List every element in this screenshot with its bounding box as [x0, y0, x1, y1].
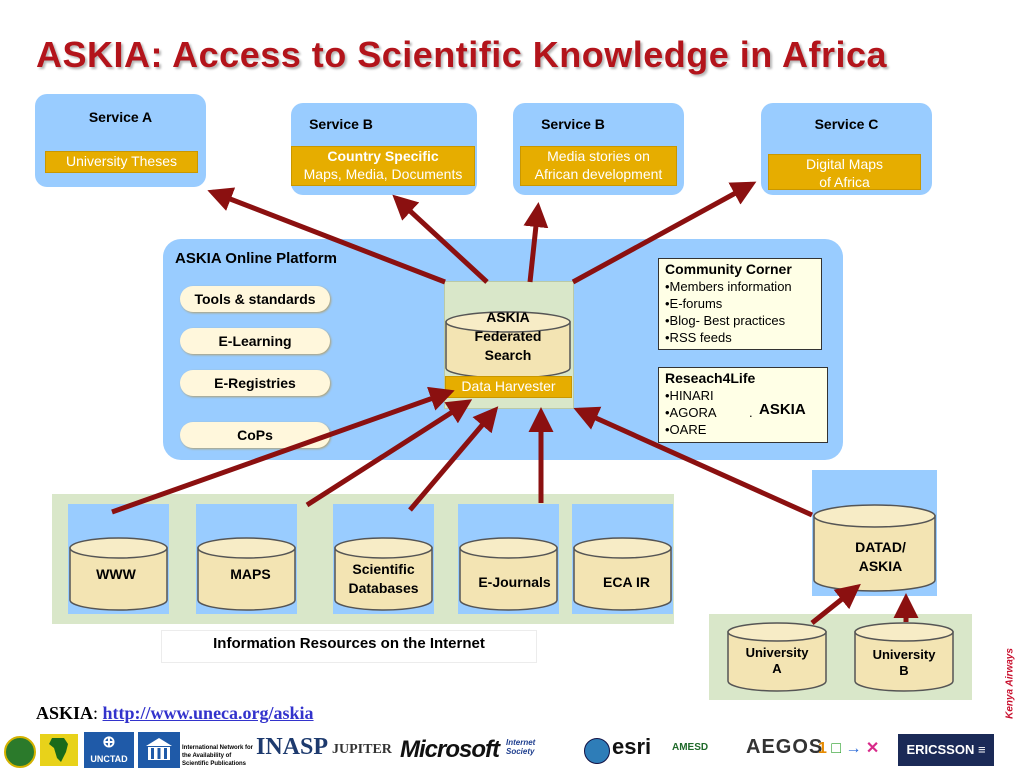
eca-ir-label: ECA IR [603, 574, 650, 590]
olpc-icons: 1 □ → ✕ [818, 740, 880, 757]
agora-askia: ASKIA [759, 401, 806, 418]
datad-line1: DATAD/ [855, 539, 906, 555]
datad-line2: ASKIA [858, 558, 903, 574]
community-corner-item: •Blog- Best practices [665, 313, 786, 328]
e-learning-pill: E-Learning [180, 328, 330, 354]
ejournals-label: E-Journals [478, 574, 551, 590]
datad-cylinder [813, 504, 936, 592]
esri-logo: esri [612, 734, 652, 759]
university-a-line2: A [772, 661, 782, 676]
au-emblem-icon [4, 736, 36, 768]
service-a-label: Service A [88, 109, 153, 125]
service-b1-label: Service B [309, 116, 373, 132]
logo-strip: ⊕ UNCTAD International Network for the A… [0, 730, 1024, 768]
research4life-item: •HINARI [665, 388, 714, 403]
university-a-line1: University [745, 645, 809, 660]
www-label: WWW [96, 566, 136, 582]
e-registries-pill: E-Registries [180, 370, 330, 396]
scientific-db-label: Scientific Databases [333, 560, 434, 598]
askia-link[interactable]: http://www.uneca.org/askia [102, 703, 314, 723]
federated-search-line1: ASKIA [486, 309, 530, 325]
platform-label: ASKIA Online Platform [175, 250, 337, 267]
service-c-label: Service C [814, 116, 879, 132]
resources-caption: Information Resources on the Internet [161, 630, 537, 663]
service-b2-panel: Service B Media stories on African devel… [513, 103, 684, 195]
ericsson-logo: ERICSSON ≡ [898, 734, 994, 766]
research4life-box: Reseach4Life •HINARI •AGORA . ASKIA •OAR… [658, 367, 828, 443]
scientific-db-cylinder [334, 537, 433, 611]
unctad-text: UNCTAD [90, 754, 128, 764]
ejournals-cylinder [459, 537, 558, 611]
community-corner-heading: Community Corner [665, 261, 792, 277]
service-a-box: University Theses [45, 151, 198, 173]
service-c-panel: Service C Digital Maps of Africa [761, 103, 932, 195]
amesd-logo: AMESD [672, 742, 709, 753]
footer-askia-label: ASKIA [36, 703, 94, 723]
service-b1-panel: Service B Country Specific Maps, Media, … [291, 103, 477, 195]
community-corner-item: •RSS feeds [665, 330, 732, 345]
inasp-network-text: International Network for the Availabili… [182, 745, 254, 766]
service-b1-box-line1: Country Specific [327, 148, 439, 164]
community-corner-item: •E-forums [665, 296, 723, 311]
federated-search-label: ASKIA Federated Search [444, 308, 572, 365]
research4life-item: •OARE [665, 422, 707, 437]
research4life-item: •AGORA [665, 405, 717, 420]
research4life-agora-row: •AGORA . ASKIA [665, 401, 821, 421]
research4life-heading: Reseach4Life [665, 370, 756, 386]
community-corner-item: •Members information [665, 279, 792, 294]
university-b-line1: University [872, 647, 936, 662]
scientific-db-line2: Databases [348, 580, 419, 596]
service-b1-box: Country Specific Maps, Media, Documents [291, 146, 475, 186]
eca-ir-cylinder [573, 537, 672, 611]
service-b2-label: Service B [541, 116, 605, 132]
maps-label: MAPS [230, 566, 271, 582]
scientific-db-line1: Scientific [352, 561, 415, 577]
africa-map-icon [40, 734, 78, 766]
kenya-airways-text: Kenya Airways [1004, 648, 1016, 719]
university-b-label: University B [853, 647, 955, 679]
kenya-airways-logo: Kenya Airways [998, 640, 1022, 732]
community-corner-box: Community Corner •Members information •E… [658, 258, 822, 350]
inasp-logo: INASP [256, 734, 329, 760]
service-b2-box-line1: Media stories on [547, 148, 650, 164]
microsoft-logo: Microsoft [400, 736, 500, 763]
globe-icon [584, 738, 610, 764]
agora-dot: . [749, 405, 753, 420]
page-title: ASKIA: Access to Scientific Knowledge in… [36, 34, 888, 75]
footer-askia-row: ASKIA: http://www.uneca.org/askia [36, 703, 314, 724]
aegos-logo: AEGOS [746, 736, 824, 758]
data-harvester-box: Data Harvester [445, 376, 572, 398]
jupiter-logo: JUPITER [332, 742, 392, 757]
unesco-logo-icon [138, 732, 180, 768]
federated-search-cylinder [445, 311, 571, 379]
federated-search-line3: Search [484, 347, 532, 363]
cops-pill: CoPs [180, 422, 330, 448]
service-a-panel: Service A University Theses [35, 94, 206, 187]
university-b-line2: B [899, 663, 909, 678]
service-c-box-line2: of Africa [819, 174, 870, 190]
federated-search-line2: Federated [474, 328, 542, 344]
datad-label: DATAD/ ASKIA [818, 538, 943, 576]
university-b-cylinder [854, 622, 954, 692]
service-c-box-line1: Digital Maps [805, 156, 884, 172]
ericsson-text: ERICSSON [906, 742, 975, 757]
unctad-logo: ⊕ UNCTAD [84, 732, 134, 768]
internet-society-logo: Internet Society [506, 738, 536, 756]
www-cylinder [69, 537, 168, 611]
service-a-box-line: University Theses [65, 153, 177, 169]
university-a-cylinder [727, 622, 827, 692]
maps-cylinder [197, 537, 296, 611]
service-c-box: Digital Maps of Africa [768, 154, 921, 190]
university-a-label: University A [726, 645, 828, 677]
tools-standards-pill: Tools & standards [180, 286, 330, 312]
service-b2-box: Media stories on African development [520, 146, 677, 186]
service-b1-box-line2: Maps, Media, Documents [303, 166, 463, 182]
footer-colon: : [93, 703, 99, 723]
service-b2-box-line2: African development [534, 166, 663, 182]
